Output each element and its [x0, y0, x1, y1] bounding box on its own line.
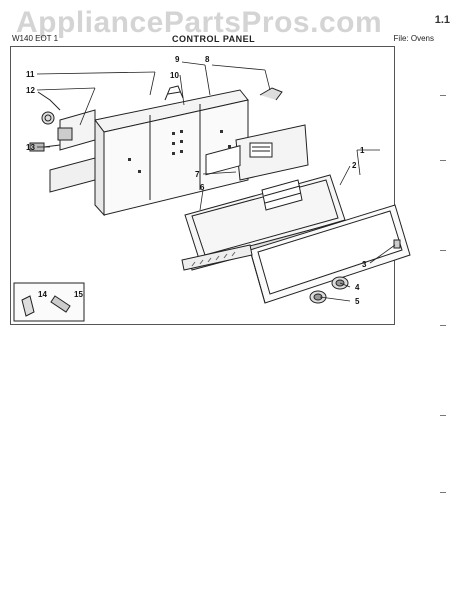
callout-1: 1 — [360, 146, 365, 155]
callout-9: 9 — [175, 55, 180, 64]
callout-14: 14 — [38, 290, 47, 299]
display-board — [235, 87, 309, 181]
edge-tick — [440, 415, 446, 416]
edge-tick — [440, 160, 446, 161]
callout-12: 12 — [26, 86, 35, 95]
callout-4: 4 — [355, 283, 360, 292]
callout-8: 8 — [205, 55, 210, 64]
hardware-box — [13, 282, 85, 322]
edge-tick — [440, 250, 446, 251]
callout-2: 2 — [352, 161, 357, 170]
callout-10: 10 — [170, 71, 179, 80]
callout-15: 15 — [74, 290, 83, 299]
knob — [309, 290, 327, 304]
callout-labels: 1 2 3 4 5 6 7 8 9 10 11 12 13 14 15 — [26, 55, 367, 306]
control-bracket — [94, 85, 249, 217]
callout-7: 7 — [195, 170, 200, 179]
file-label: File: Ovens — [393, 34, 434, 43]
edge-tick — [440, 492, 446, 493]
callout-13: 13 — [26, 143, 35, 152]
callout-5: 5 — [355, 297, 360, 306]
corner-mark: 1.1 — [434, 14, 450, 26]
diagram-frame — [10, 46, 395, 325]
model-number: W140 EOT 1 — [12, 34, 59, 43]
switch-bracket — [29, 91, 96, 193]
front-panel-trim — [181, 204, 411, 304]
callout-6: 6 — [200, 183, 205, 192]
callout-11: 11 — [26, 70, 35, 79]
edge-tick — [440, 325, 446, 326]
callout-3: 3 — [362, 260, 367, 269]
leader-lines — [36, 61, 396, 302]
diagram-title: CONTROL PANEL — [172, 34, 256, 44]
clip — [393, 239, 401, 249]
watermark: AppliancePartsPros.com — [16, 6, 383, 39]
edge-tick — [440, 95, 446, 96]
